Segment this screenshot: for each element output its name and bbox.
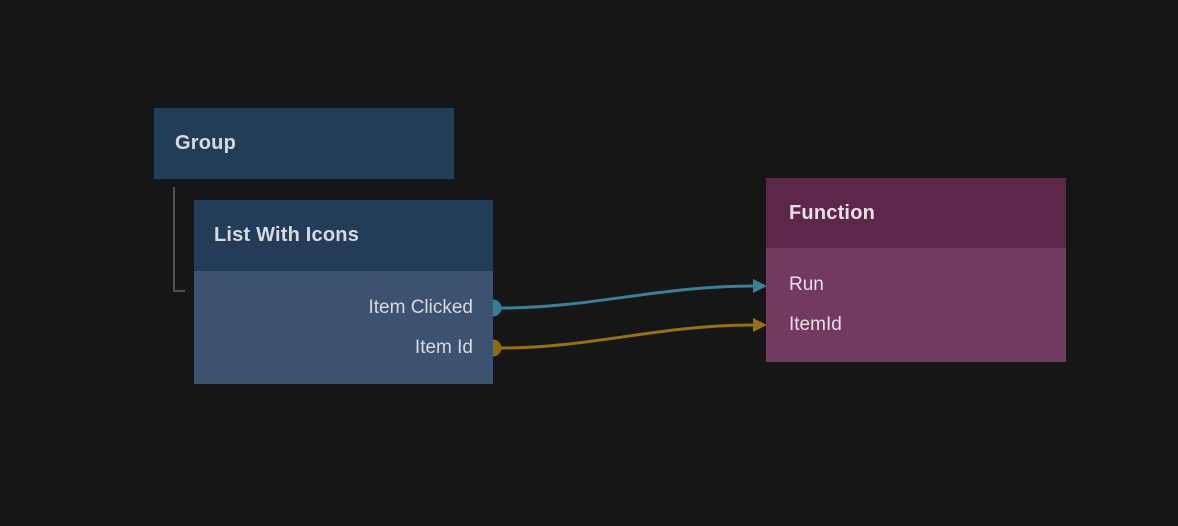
input-row-itemid[interactable]: ItemId bbox=[766, 305, 1066, 345]
node-list-with-icons-header[interactable]: List With Icons bbox=[194, 200, 493, 271]
wire-item-id-to-itemid[interactable] bbox=[499, 323, 755, 350]
node-list-with-icons[interactable]: List With Icons Item Clicked Item Id bbox=[194, 200, 493, 384]
node-group[interactable]: Group bbox=[154, 108, 454, 179]
output-row-item-clicked[interactable]: Item Clicked bbox=[194, 288, 493, 328]
output-label-item-id: Item Id bbox=[414, 337, 473, 358]
node-function-header[interactable]: Function bbox=[766, 178, 1066, 248]
output-label-item-clicked: Item Clicked bbox=[368, 297, 473, 318]
node-group-header[interactable]: Group bbox=[154, 108, 454, 179]
node-function-body: Run ItemId bbox=[766, 248, 1066, 362]
node-group-title: Group bbox=[175, 132, 236, 154]
node-list-with-icons-body: Item Clicked Item Id bbox=[194, 271, 493, 384]
wire-item-clicked-to-run[interactable] bbox=[499, 284, 755, 310]
output-row-item-id[interactable]: Item Id bbox=[194, 328, 493, 368]
node-function-title: Function bbox=[789, 201, 876, 224]
input-label-run: Run bbox=[789, 274, 824, 295]
input-label-itemid: ItemId bbox=[789, 314, 842, 335]
node-function[interactable]: Function Run ItemId bbox=[766, 178, 1066, 362]
input-row-run[interactable]: Run bbox=[766, 265, 1066, 305]
wire-item-clicked-arrowhead-icon bbox=[753, 279, 767, 293]
node-list-with-icons-title: List With Icons bbox=[214, 224, 360, 246]
group-hierarchy-connector-line bbox=[173, 187, 185, 292]
wire-item-id-arrowhead-icon bbox=[753, 318, 767, 332]
